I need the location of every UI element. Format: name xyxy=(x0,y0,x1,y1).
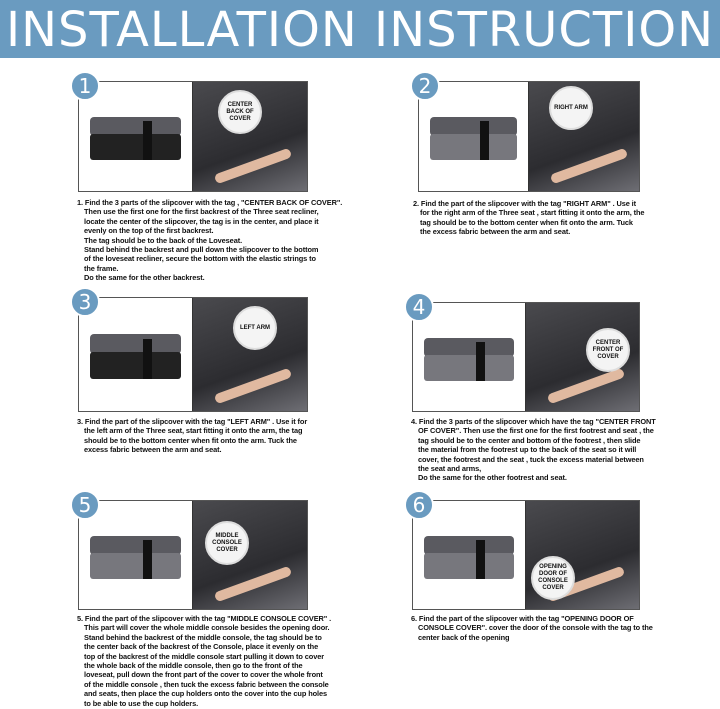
step-instructions: 1. Find the 3 parts of the slipcover wit… xyxy=(77,198,377,283)
instruction-line: tag should be to the center and bottom o… xyxy=(418,435,641,445)
instruction-line: should be to the bottom center when fit … xyxy=(84,435,297,445)
instruction-line: Then use the first one for the first bac… xyxy=(84,207,319,217)
closeup-image: CENTER BACK OF COVER xyxy=(193,82,307,191)
step-illustration: CENTER FRONT OF COVER xyxy=(412,302,640,412)
instruction-line: center back of the opening xyxy=(418,632,510,642)
instruction-line: This part will cover the whole middle co… xyxy=(84,623,330,633)
closeup-image: CENTER FRONT OF COVER xyxy=(526,303,639,411)
step-instructions: 6. Find the part of the slipcover with t… xyxy=(411,614,711,642)
step-instructions: 3. Find the part of the slipcover with t… xyxy=(77,417,377,455)
instruction-line: the whole back of the middle console, th… xyxy=(84,661,303,671)
instruction-line: the material from the footrest up to the… xyxy=(418,445,637,455)
step-illustration: LEFT ARM xyxy=(78,297,308,412)
instruction-line: excess fabric between the arm and seat. xyxy=(84,445,222,455)
sofa-drawing xyxy=(424,337,514,381)
instruction-line: of the middle console , then tuck the ex… xyxy=(84,679,329,689)
instruction-line: The tag should be to the back of the Lov… xyxy=(84,235,243,245)
closeup-image: MIDDLE CONSOLE COVER xyxy=(193,501,307,609)
step-number-badge: 5 xyxy=(70,490,100,520)
hand-arm-drawing xyxy=(213,147,293,185)
tag-label: CENTER FRONT OF COVER xyxy=(586,328,630,372)
step-number-badge: 4 xyxy=(404,292,434,322)
step-illustration: MIDDLE CONSOLE COVER xyxy=(78,500,308,610)
tag-label: MIDDLE CONSOLE COVER xyxy=(205,521,249,565)
instruction-line: the left arm of the Three seat, start fi… xyxy=(84,426,303,436)
hand-arm-drawing xyxy=(213,367,293,405)
closeup-image: LEFT ARM xyxy=(193,298,307,411)
tag-label: LEFT ARM xyxy=(233,306,277,350)
step-instructions: 2. Find the part of the slipcover with t… xyxy=(413,199,713,237)
hand-arm-drawing xyxy=(213,565,293,603)
sofa-image xyxy=(413,303,526,411)
instruction-line: to be able to use the cup holders. xyxy=(84,698,199,708)
step-number-badge: 1 xyxy=(70,71,100,101)
instruction-line: locate the center of the slipcover, the … xyxy=(84,216,319,226)
step-illustration: CENTER BACK OF COVER xyxy=(78,81,308,192)
hand-arm-drawing xyxy=(546,367,626,405)
sofa-image xyxy=(79,82,193,191)
instruction-line: CONSOLE COVER". cover the door of the co… xyxy=(418,623,653,633)
sofa-drawing xyxy=(429,116,518,161)
step-number-badge: 6 xyxy=(404,490,434,520)
sofa-drawing xyxy=(424,535,514,579)
instruction-line: Do the same for the other footrest and s… xyxy=(418,473,567,483)
step-number-badge: 2 xyxy=(410,71,440,101)
tag-label: OPENING DOOR OF CONSOLE COVER xyxy=(531,556,575,600)
step-illustration: RIGHT ARM xyxy=(418,81,640,192)
instruction-line: 5. Find the part of the slipcover with t… xyxy=(77,614,332,623)
page-title: INSTALLATION INSTRUCTION xyxy=(0,0,720,58)
sofa-image xyxy=(419,82,529,191)
instruction-line: Stand behind the backrest of the middle … xyxy=(84,632,322,642)
instruction-line: of the loveseat recliner, secure the bot… xyxy=(84,254,316,264)
closeup-image: OPENING DOOR OF CONSOLE COVER xyxy=(526,501,639,609)
sofa-drawing xyxy=(90,535,181,579)
instruction-line: the seat and arms, xyxy=(418,464,482,474)
hand-arm-drawing xyxy=(549,147,629,185)
instruction-line: cover, the footrest and the seat , tuck … xyxy=(418,454,644,464)
instruction-line: 6. Find the part of the slipcover with t… xyxy=(411,614,634,623)
instruction-line: 2. Find the part of the slipcover with t… xyxy=(413,199,637,208)
instruction-line: 3. Find the part of the slipcover with t… xyxy=(77,417,308,426)
step-number-badge: 3 xyxy=(70,287,100,317)
instruction-line: the center back of the backrest of the C… xyxy=(84,642,319,652)
instruction-line: the frame. xyxy=(84,263,119,273)
sofa-image xyxy=(79,501,193,609)
instruction-line: and seats, then place the cup holders on… xyxy=(84,689,327,699)
step-instructions: 4. Find the 3 parts of the slipcover whi… xyxy=(411,417,711,483)
step-instructions: 5. Find the part of the slipcover with t… xyxy=(77,614,377,708)
sofa-image xyxy=(79,298,193,411)
instruction-line: tag should be to the bottom center when … xyxy=(420,217,633,227)
sofa-image xyxy=(413,501,526,609)
instruction-line: evenly on the top of the first backrest. xyxy=(84,226,214,236)
step-illustration: OPENING DOOR OF CONSOLE COVER xyxy=(412,500,640,610)
instruction-line: for the right arm of the Three seat , st… xyxy=(420,208,645,218)
instruction-line: the excess fabric between the arm and se… xyxy=(420,227,571,237)
instruction-line: 1. Find the 3 parts of the slipcover wit… xyxy=(77,198,343,207)
closeup-image: RIGHT ARM xyxy=(529,82,639,191)
sofa-drawing xyxy=(90,116,181,161)
tag-label: RIGHT ARM xyxy=(549,86,593,130)
instruction-line: OF COVER". Then use the first one for th… xyxy=(418,426,654,436)
instruction-line: Do the same for the other backrest. xyxy=(84,273,205,283)
tag-label: CENTER BACK OF COVER xyxy=(218,90,262,134)
instruction-line: Stand behind the backrest and pull down … xyxy=(84,245,319,255)
sofa-drawing xyxy=(90,334,181,380)
instruction-line: loveseat, pull down the front part of th… xyxy=(84,670,323,680)
instruction-line: 4. Find the 3 parts of the slipcover whi… xyxy=(411,417,656,426)
instruction-line: top of the backrest of the middle consol… xyxy=(84,651,324,661)
